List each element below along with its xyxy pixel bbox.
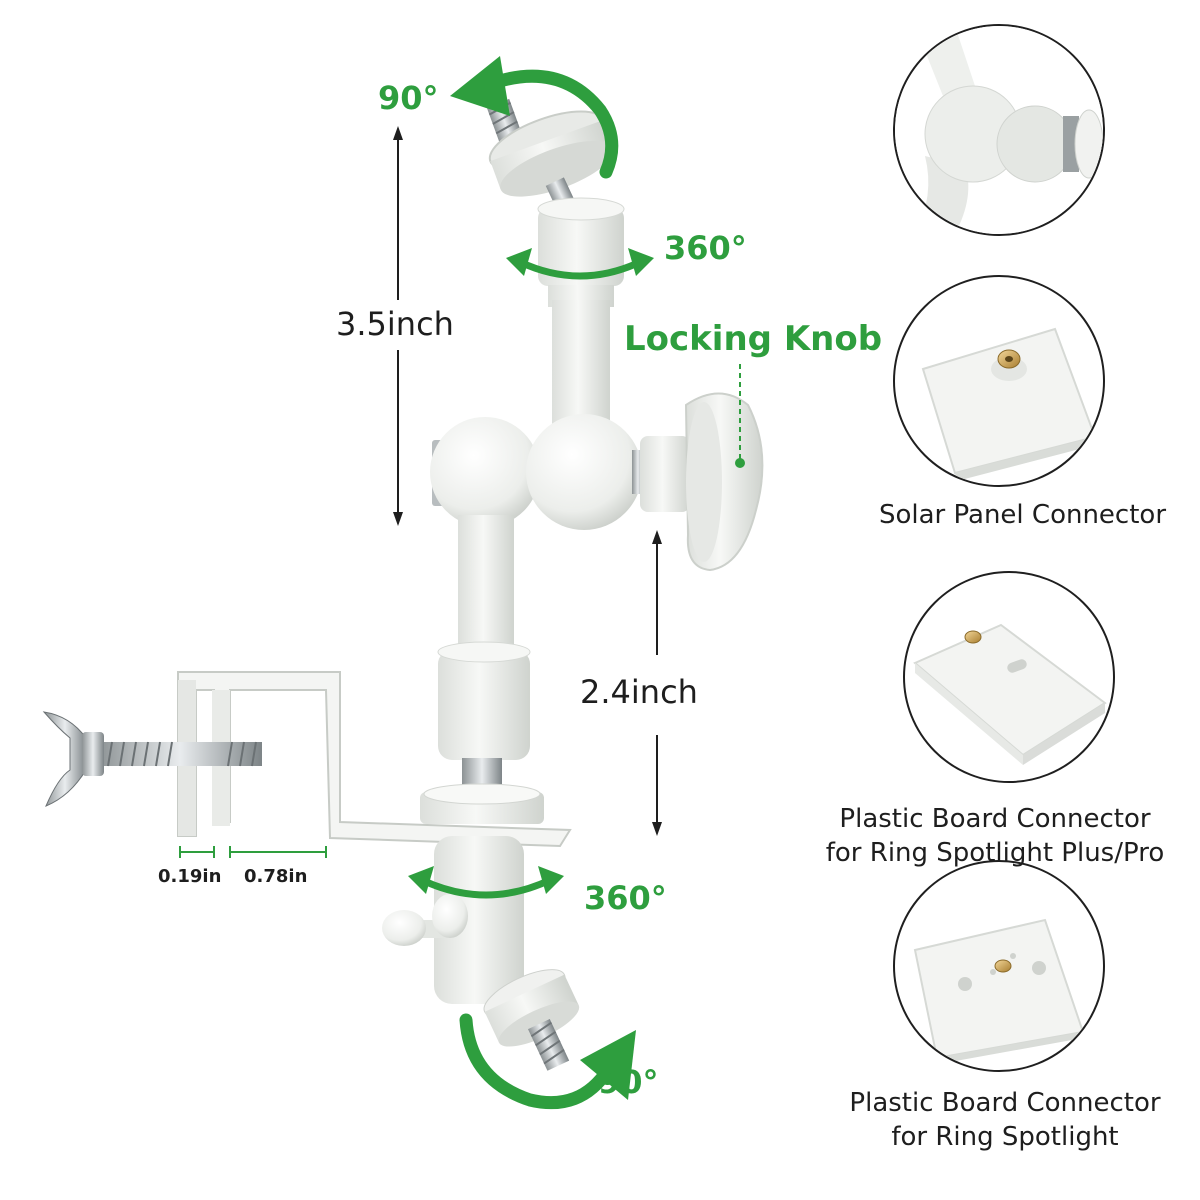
dimension-arrow-lower-top (652, 530, 662, 544)
rotate-upper-label: 360° (664, 229, 747, 267)
locking-knob-label: Locking Knob (624, 319, 883, 359)
wing-nut-bolt (42, 711, 262, 807)
connector-ball-joint-detail (893, 24, 1105, 236)
caption-ring-spotlight: Plastic Board Connector for Ring Spotlig… (820, 1086, 1190, 1154)
four-hole-board-icon (913, 918, 1085, 1064)
caption-ring-spotlight-plus-pro: Plastic Board Connector for Ring Spotlig… (790, 802, 1200, 870)
arrowhead-upper-360-left (506, 248, 532, 276)
caption-plus-pro-line-2: for Ring Spotlight Plus/Pro (825, 838, 1165, 868)
rotate-arrow-bottom-90 (459, 1013, 615, 1110)
rotate-bottom-label: 90° (598, 1063, 659, 1101)
bottom-screw-knob (483, 969, 580, 1071)
rotating-base-plate (420, 783, 544, 824)
gap-b-label: 0.78in (244, 866, 308, 887)
lower-arm (458, 515, 514, 655)
ball-joint-icon (895, 26, 1103, 234)
central-ball-joint (430, 414, 690, 530)
connector-ring-spotlight (893, 860, 1105, 1072)
rotate-lower-label: 360° (584, 879, 667, 917)
connector-solar-panel (893, 275, 1105, 487)
connector-ring-spotlight-plus-pro (903, 571, 1115, 783)
height-lower-label: 2.4inch (580, 673, 698, 711)
caption-solar-panel-line-1: Solar Panel Connector (878, 500, 1167, 530)
square-plate-icon (921, 327, 1097, 481)
rotate-arrow-lower-360 (420, 876, 552, 899)
arrowhead-upper-360-right (628, 248, 654, 276)
arrowhead-bottom-90 (580, 1030, 636, 1100)
clamp-gap-dimension (179, 846, 327, 858)
upper-swivel-joint (537, 197, 625, 307)
rotate-arrow-top-90 (483, 69, 619, 179)
caption-plus-pro-line-1: Plastic Board Connector (839, 804, 1151, 834)
caption-spotlight-line-2: for Ring Spotlight (891, 1122, 1119, 1152)
slotted-board-icon (913, 623, 1107, 765)
arrowhead-top-90 (450, 56, 510, 116)
dimension-arrow-upper-bottom (393, 512, 403, 526)
locking-knob-pointer-dot (735, 458, 745, 468)
lower-tilt-hinge (382, 836, 524, 1004)
lower-collar (437, 641, 531, 760)
arrowhead-lower-360-left (408, 866, 434, 894)
dimension-arrow-lower-bottom (652, 822, 662, 836)
height-upper-label: 3.5inch (336, 305, 454, 343)
dimension-arrow-upper-top (393, 126, 403, 140)
caption-solar-panel: Solar Panel Connector (850, 498, 1195, 532)
locking-knob (684, 392, 764, 572)
gap-a-label: 0.19in (158, 866, 222, 887)
rotate-top-label: 90° (378, 79, 439, 117)
arrowhead-lower-360-right (538, 866, 564, 894)
rotate-arrow-upper-360 (518, 258, 642, 280)
caption-spotlight-line-1: Plastic Board Connector (849, 1088, 1161, 1118)
